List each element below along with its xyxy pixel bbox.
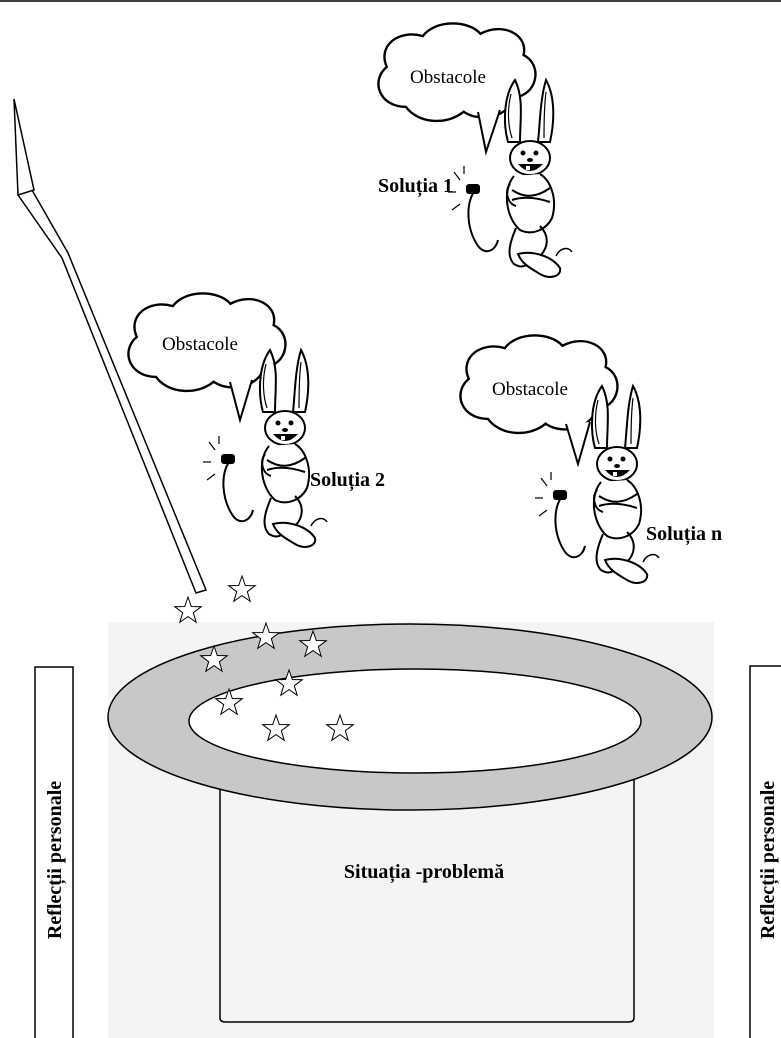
hat-label: Situația -problemă — [344, 861, 504, 884]
side-panel-label: Reflecții personale — [44, 781, 67, 939]
side-panel-label: Reflecții personale — [757, 781, 780, 939]
obstacle-label: Obstacole — [162, 334, 238, 355]
obstacle-label: Obstacole — [492, 379, 568, 400]
obstacle-label: Obstacole — [410, 67, 486, 88]
star-icon — [229, 576, 256, 601]
rabbit-solution-1: Obstacole Soluția 1 — [378, 23, 572, 276]
rabbit-solution-2: Obstacole Soluția 2 — [128, 293, 385, 546]
side-panel-right: Reflecții personale — [750, 666, 781, 1038]
solution-label: Soluția n — [646, 523, 722, 546]
rabbit-solution-n: Obstacole Soluția n — [460, 335, 722, 582]
solution-label: Soluția 1 — [378, 175, 453, 198]
hat-brim — [108, 624, 712, 810]
star-icon — [175, 597, 202, 622]
side-panel-left: Reflecții personale — [35, 667, 73, 1038]
solution-label: Soluția 2 — [310, 469, 385, 492]
